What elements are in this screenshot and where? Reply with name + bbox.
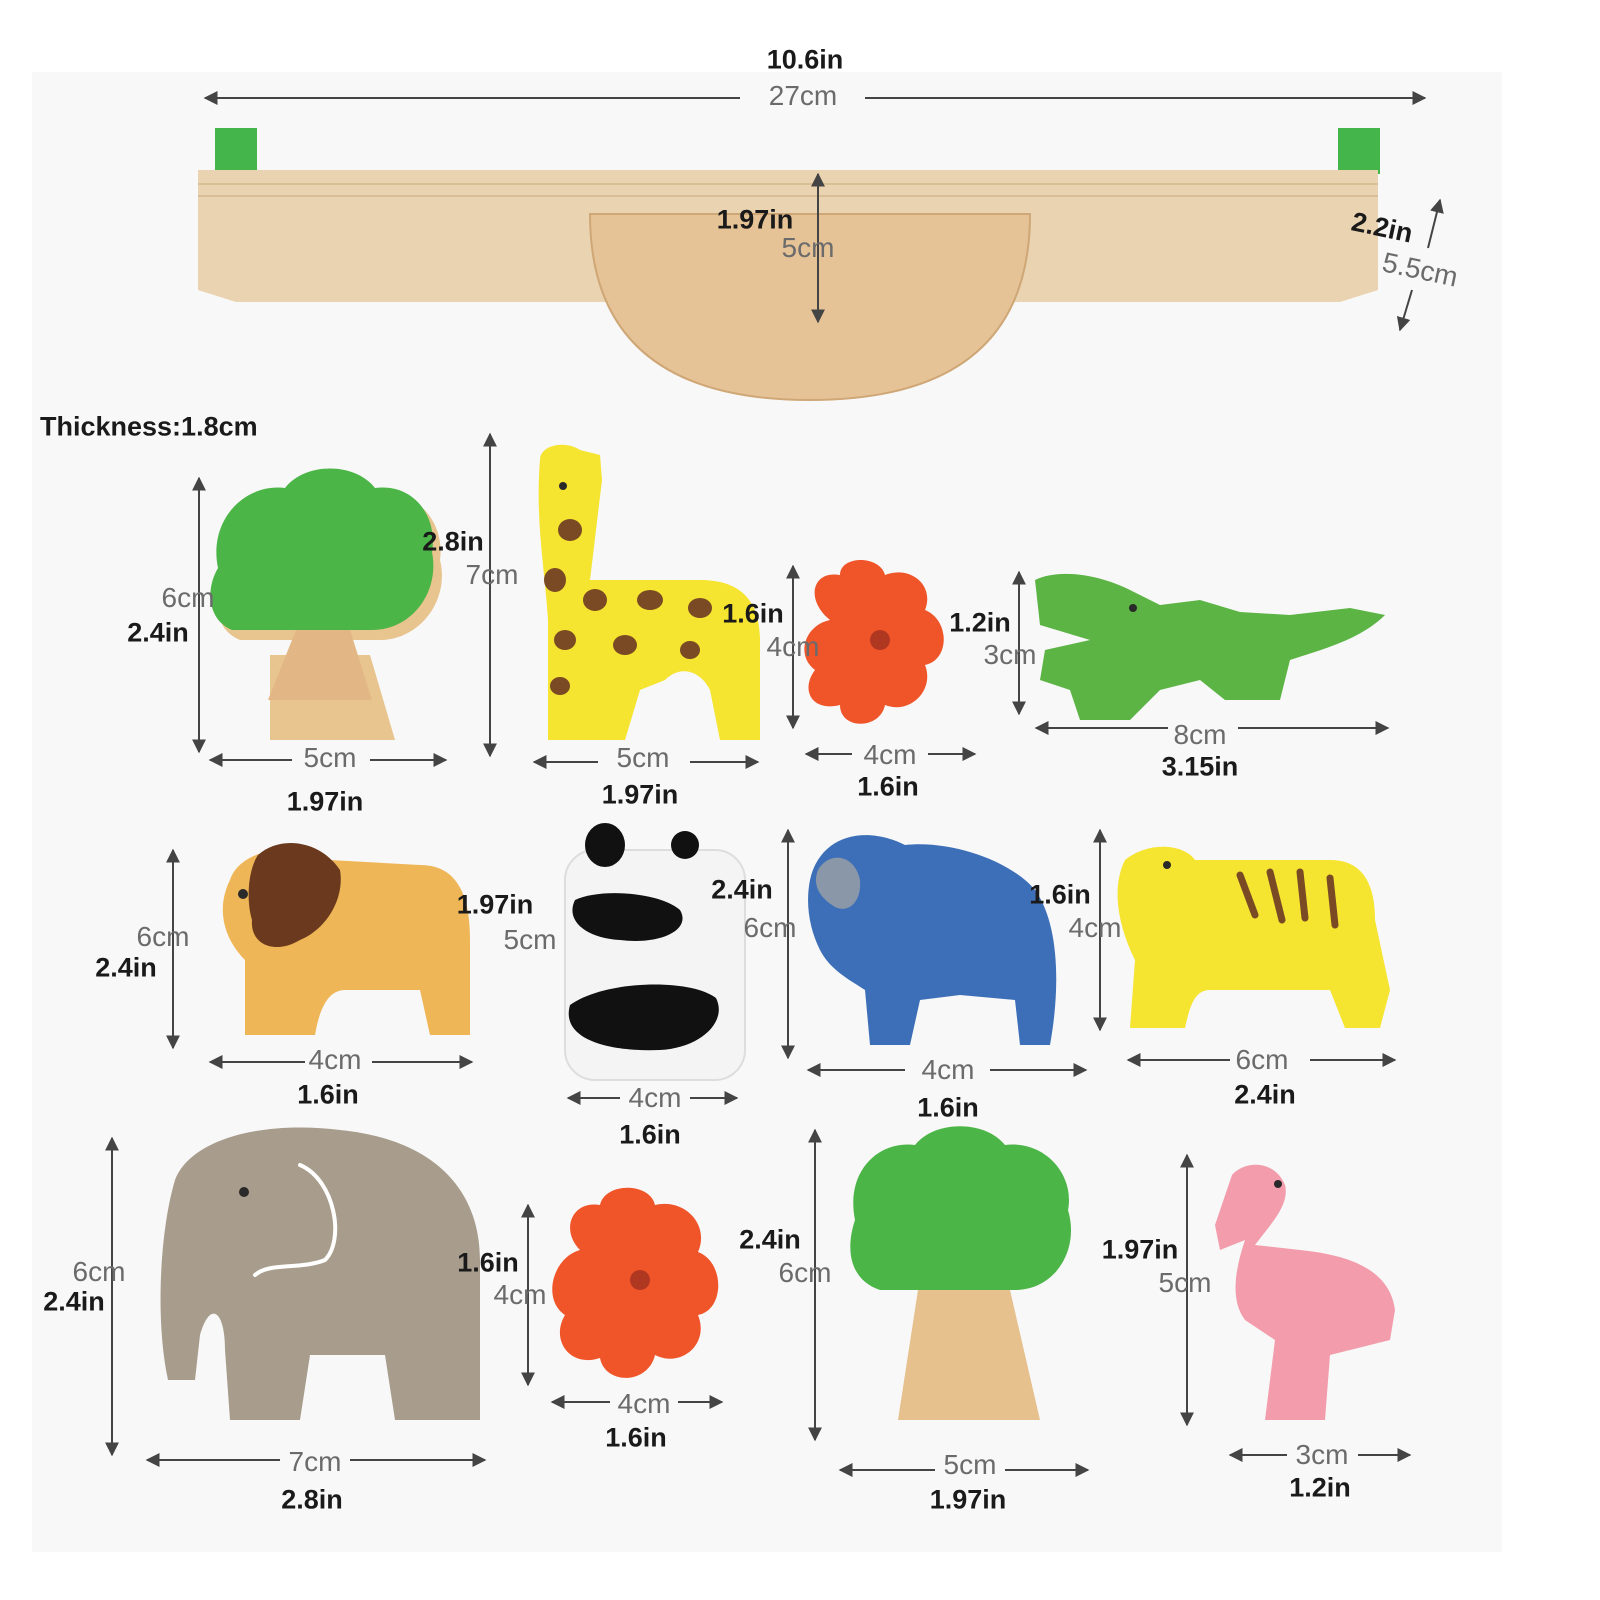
giraffe-height-cm: 7cm <box>465 559 519 590</box>
beam-dimension-arrows <box>203 91 1444 332</box>
lion-width-cm: 4cm <box>308 1044 362 1075</box>
flower-2-width-cm: 4cm <box>617 1388 671 1419</box>
flamingo-piece <box>1215 1164 1395 1420</box>
crocodile-height-in: 1.2in <box>949 607 1011 638</box>
gorilla-piece <box>808 835 1057 1045</box>
giraffe-piece <box>538 444 760 740</box>
flamingo-width-cm: 3cm <box>1295 1439 1349 1470</box>
elephant-width-cm: 7cm <box>288 1446 342 1477</box>
panda-piece <box>564 823 746 1081</box>
elephant-height-cm: 6cm <box>72 1256 126 1287</box>
tree-2-width-in: 1.97in <box>929 1484 1007 1515</box>
crocodile-height-cm: 3cm <box>983 639 1037 670</box>
beam-height-cm-label: 5cm <box>781 232 835 263</box>
giraffe-width-cm: 5cm <box>616 742 670 773</box>
panda-width-in: 1.6in <box>619 1119 681 1150</box>
beam-length-cm-label: 27cm <box>768 80 838 111</box>
tree-2-width-cm: 5cm <box>943 1449 997 1480</box>
panda-height-cm: 5cm <box>503 924 557 955</box>
flower-2-height-cm: 4cm <box>493 1279 547 1310</box>
flower-2-height-in: 1.6in <box>457 1247 519 1278</box>
panda-width-cm: 4cm <box>628 1082 682 1113</box>
elephant-width-in: 2.8in <box>281 1484 343 1515</box>
tree-2-height-cm: 6cm <box>778 1257 832 1288</box>
tree-1-height-in: 2.4in <box>127 617 189 648</box>
gorilla-height-in: 2.4in <box>711 874 773 905</box>
tiger-height-cm: 4cm <box>1068 912 1122 943</box>
crocodile-width-cm: 8cm <box>1173 719 1227 750</box>
lion-width-in: 1.6in <box>297 1079 359 1110</box>
giraffe-height-in: 2.8in <box>422 526 484 557</box>
flower-1-height-in: 1.6in <box>722 598 784 629</box>
flower-1-width-in: 1.6in <box>857 771 919 802</box>
balance-beam <box>198 128 1380 402</box>
crocodile-width-in: 3.15in <box>1161 751 1239 782</box>
tree-1-width-cm: 5cm <box>303 742 357 773</box>
thickness-label: Thickness:1.8cm <box>40 411 258 442</box>
piece-dimension-arrows <box>105 432 1412 1477</box>
tree-1-width-in: 1.97in <box>286 786 364 817</box>
flower-1-piece <box>804 560 944 724</box>
flower-2-width-in: 1.6in <box>605 1422 667 1453</box>
crocodile-piece <box>1035 573 1385 720</box>
lion-height-in: 2.4in <box>95 952 157 983</box>
flower-1-height-cm: 4cm <box>766 631 820 662</box>
lion-height-cm: 6cm <box>136 921 190 952</box>
tiger-piece <box>1117 846 1390 1028</box>
gorilla-height-cm: 6cm <box>743 912 797 943</box>
lion-piece <box>222 843 470 1035</box>
elephant-piece <box>160 1127 480 1420</box>
beam-height-in-label: 1.97in <box>716 204 794 235</box>
tiger-width-in: 2.4in <box>1234 1079 1296 1110</box>
elephant-height-in: 2.4in <box>43 1286 105 1317</box>
tiger-width-cm: 6cm <box>1235 1044 1289 1075</box>
panda-height-in: 1.97in <box>456 889 534 920</box>
tiger-height-in: 1.6in <box>1029 879 1091 910</box>
tree-1-height-cm: 6cm <box>161 582 215 613</box>
flamingo-width-in: 1.2in <box>1289 1472 1351 1503</box>
tree-1-piece <box>210 468 442 740</box>
flower-2-piece <box>552 1187 719 1378</box>
tree-2-piece <box>850 1126 1072 1420</box>
flamingo-height-in: 1.97in <box>1101 1234 1179 1265</box>
gorilla-width-in: 1.6in <box>917 1092 979 1123</box>
tree-2-height-in: 2.4in <box>739 1224 801 1255</box>
flamingo-height-cm: 5cm <box>1158 1267 1212 1298</box>
gorilla-width-cm: 4cm <box>921 1054 975 1085</box>
beam-length-in-label: 10.6in <box>766 44 844 75</box>
flower-1-width-cm: 4cm <box>863 739 917 770</box>
giraffe-width-in: 1.97in <box>601 779 679 810</box>
